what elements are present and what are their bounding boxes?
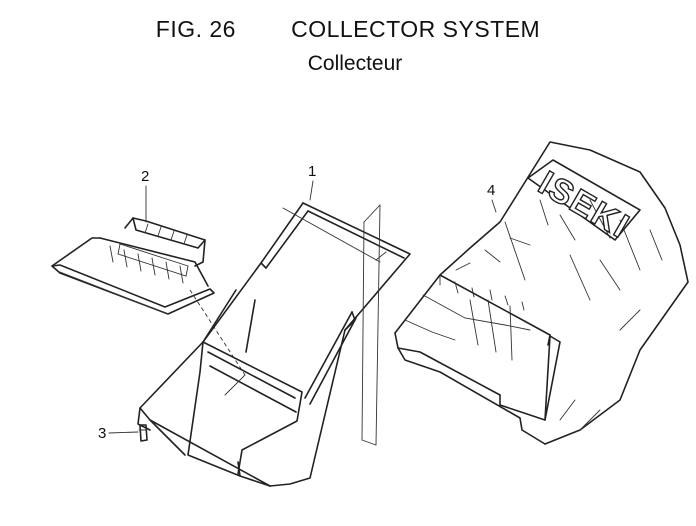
callout-3: 3 <box>98 425 139 442</box>
callout-1: 1 <box>308 163 316 201</box>
svg-text:1: 1 <box>308 163 316 180</box>
iseki-logo: ISEKI <box>532 164 637 246</box>
callout-4: 4 <box>487 182 497 213</box>
svg-text:2: 2 <box>141 168 149 185</box>
part-2-deflector-plate <box>51 217 246 376</box>
svg-text:3: 3 <box>98 425 106 442</box>
part-3-cap <box>138 424 148 442</box>
callout-2: 2 <box>141 168 149 223</box>
part-4-collector-bag: ISEKI <box>394 141 689 445</box>
part-1-collector-frame <box>137 202 411 487</box>
iseki-logo-panel <box>527 159 641 241</box>
figure-title: FIG. 26 COLLECTOR SYSTEM <box>155 16 541 42</box>
part-1-panel-edge <box>361 204 387 446</box>
svg-text:4: 4 <box>487 182 495 199</box>
figure-subtitle: Collecteur <box>307 52 403 75</box>
